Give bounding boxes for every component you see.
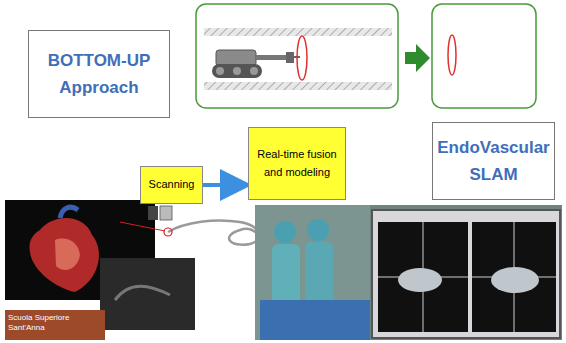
- robot: [212, 50, 300, 78]
- green-arrow: [405, 44, 430, 72]
- logo: [5, 310, 105, 340]
- catheter-tip: [164, 228, 172, 236]
- box-text: EndoVascular SLAM: [437, 134, 550, 188]
- logo-text: Scuola Superiore Sant'Anna: [8, 313, 102, 332]
- probe-image: [148, 206, 172, 220]
- operating-room-photo: [255, 205, 562, 340]
- scene-panel: [432, 4, 536, 108]
- ultrasound-image: [100, 258, 195, 330]
- text-box: EndoVascular SLAM: [432, 122, 555, 200]
- scene-panel: [196, 4, 398, 108]
- flow-arrow: [203, 183, 248, 187]
- scan-ring: [448, 35, 456, 75]
- vessel-wall: [204, 28, 392, 36]
- box-text: Real-time fusion and modeling: [253, 146, 341, 181]
- text-box: Scanning: [140, 166, 203, 204]
- text-box: BOTTOM-UP Approach: [28, 30, 170, 118]
- catheter: [168, 220, 262, 244]
- scan-ring: [297, 36, 307, 80]
- vessel-wall: [204, 82, 392, 90]
- text-box: Real-time fusion and modeling: [248, 127, 346, 200]
- box-text: BOTTOM-UP Approach: [33, 47, 165, 101]
- box-text: Scanning: [149, 176, 195, 194]
- pointer-line: [120, 222, 165, 231]
